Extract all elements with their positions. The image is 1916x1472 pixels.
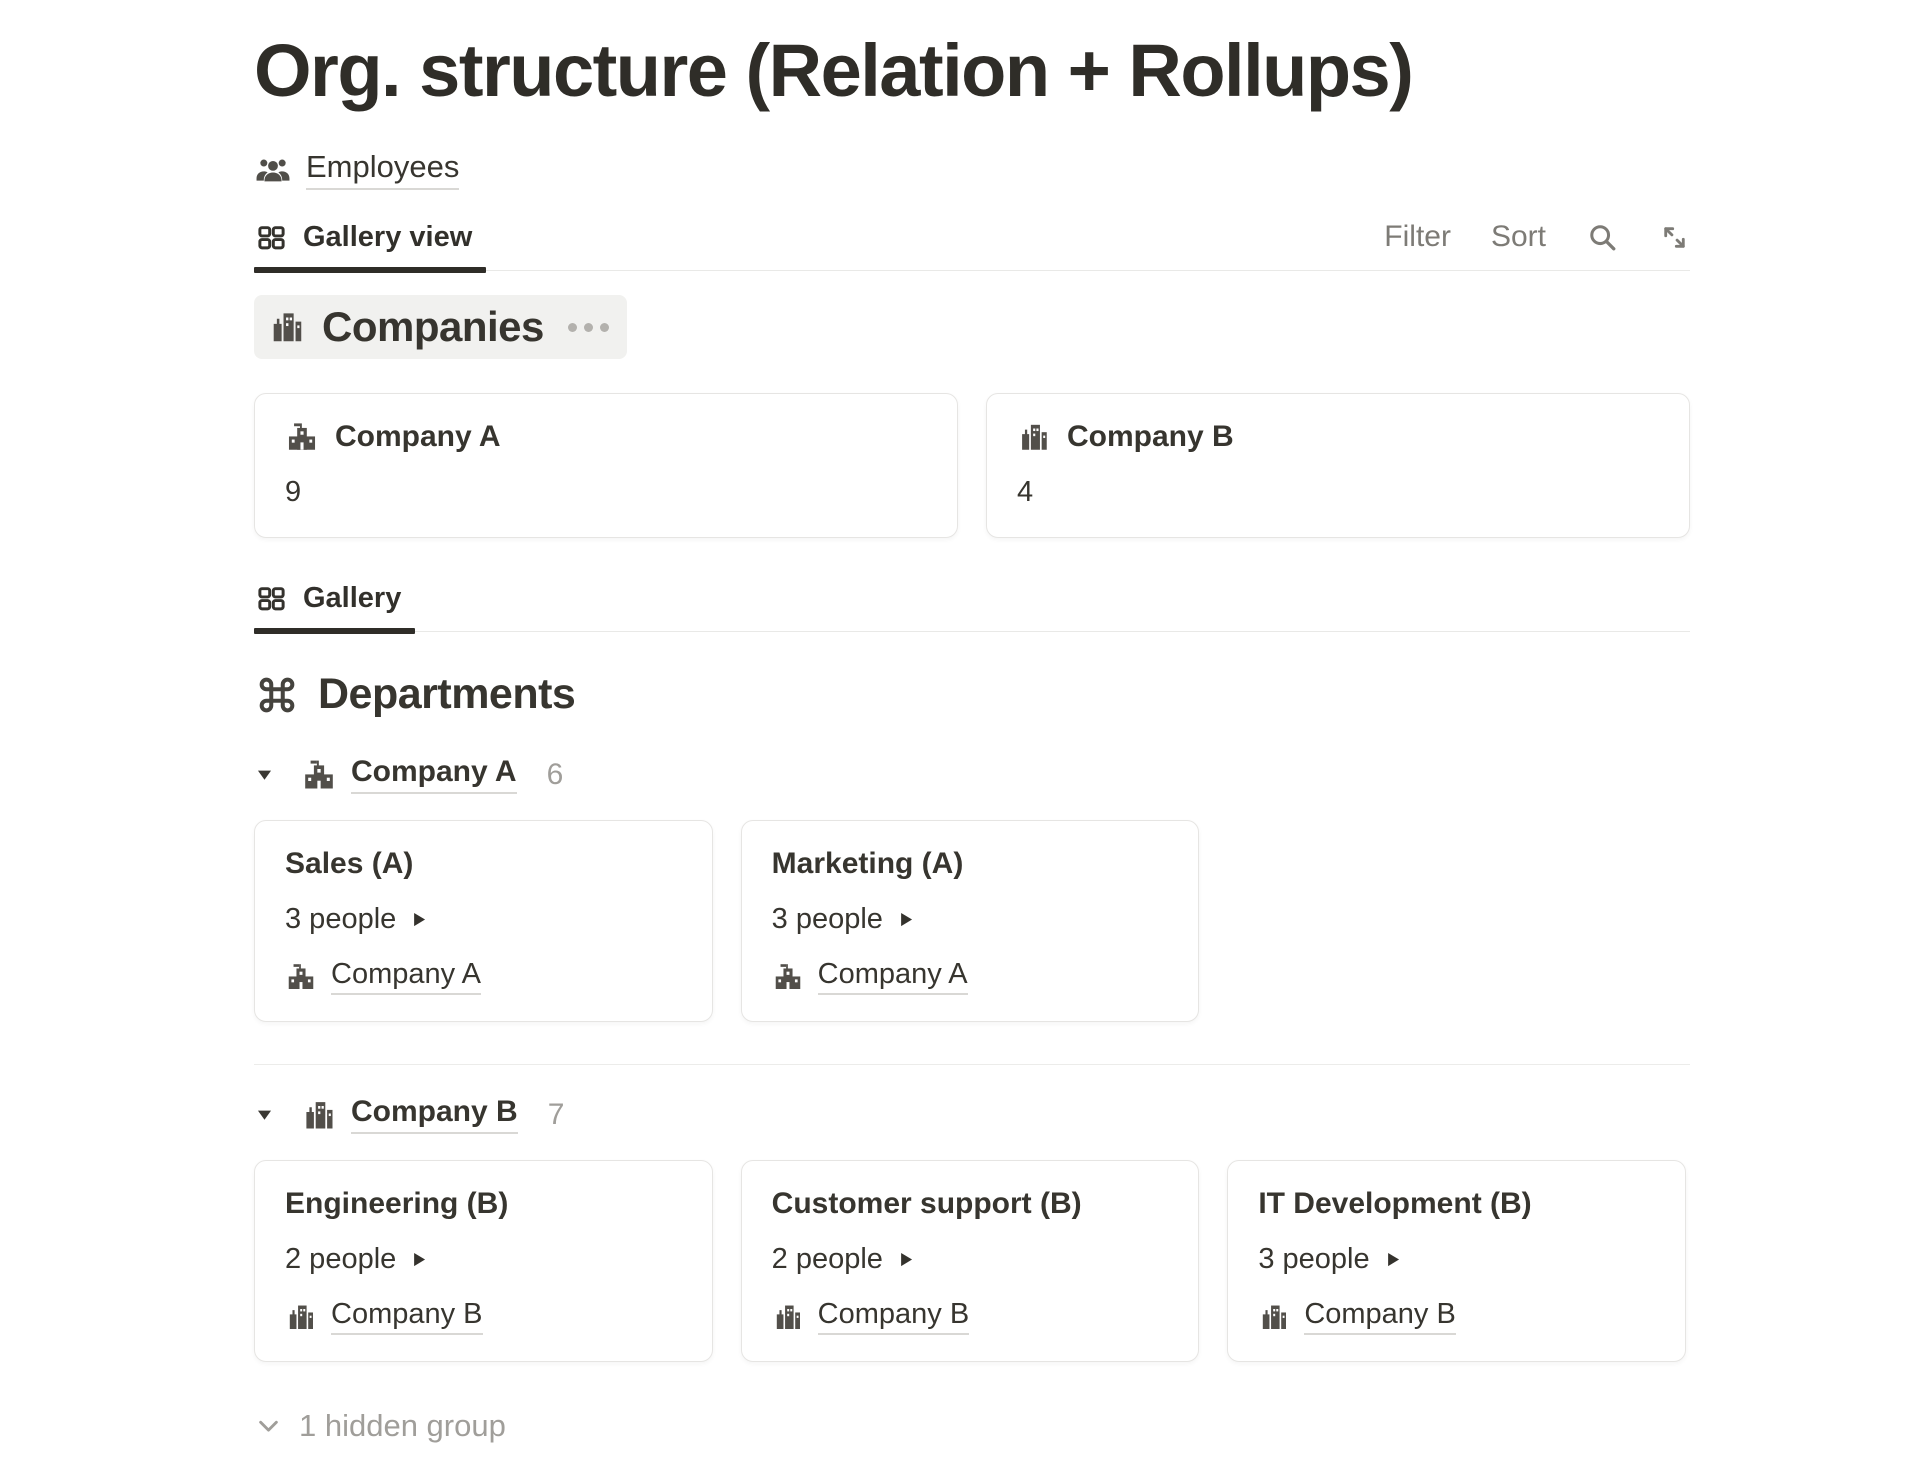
gallery-grid-icon	[256, 583, 287, 614]
sort-button[interactable]: Sort	[1490, 220, 1546, 254]
department-card[interactable]: Sales (A) 3 people Company A	[254, 820, 713, 1023]
group-link[interactable]: Company B	[351, 1095, 518, 1135]
gallery-grid-icon	[256, 222, 287, 253]
city-buildings-icon	[772, 1301, 804, 1333]
group-row-company-b: Company B 7	[254, 1095, 1690, 1135]
tab-label: Gallery	[303, 582, 402, 615]
company-name: Company B	[1067, 420, 1234, 454]
play-icon[interactable]	[895, 1249, 916, 1270]
departments-db-title: Departments	[318, 670, 576, 719]
page-title: Org. structure (Relation + Rollups)	[254, 29, 1414, 112]
people-icon	[254, 151, 292, 189]
view-tabbar: Gallery view Filter Sort	[254, 220, 1690, 274]
group-divider	[254, 1064, 1690, 1066]
expand-icon[interactable]	[1659, 222, 1690, 253]
people-count: 3 people	[285, 903, 397, 936]
department-title: Marketing (A)	[771, 847, 964, 881]
company-link[interactable]: Company B	[331, 1298, 483, 1336]
school-building-icon	[285, 961, 317, 993]
triangle-down-icon[interactable]	[254, 1104, 275, 1125]
companies-db-header[interactable]: Companies	[254, 295, 627, 360]
departments-db-header: Departments	[254, 670, 1690, 719]
department-card[interactable]: IT Development (B) 3 people Company B	[1227, 1160, 1686, 1363]
company-name: Company A	[335, 420, 501, 454]
tab-gallery-view[interactable]: Gallery view	[254, 221, 487, 274]
play-icon[interactable]	[408, 909, 429, 930]
tab-label: Gallery view	[303, 221, 473, 254]
group-count: 6	[546, 757, 564, 791]
company-link[interactable]: Company A	[331, 958, 481, 996]
school-building-icon	[285, 420, 319, 454]
department-card[interactable]: Customer support (B) 2 people Company B	[740, 1160, 1200, 1363]
department-title: Customer support (B)	[771, 1187, 1082, 1221]
people-count: 2 people	[771, 1243, 883, 1276]
employee-count: 9	[285, 476, 302, 509]
company-link[interactable]: Company B	[1304, 1298, 1456, 1336]
departments-tabbar: Gallery	[254, 582, 1690, 635]
group-count: 7	[547, 1097, 565, 1131]
school-building-icon	[301, 757, 337, 793]
department-title: IT Development (B)	[1258, 1187, 1532, 1221]
chevron-down-icon	[254, 1412, 283, 1441]
play-icon[interactable]	[1382, 1249, 1403, 1270]
filter-button[interactable]: Filter	[1384, 220, 1451, 254]
people-count: 3 people	[1258, 1243, 1370, 1276]
command-icon	[254, 672, 300, 718]
employee-count: 4	[1017, 476, 1034, 509]
company-link[interactable]: Company A	[817, 958, 968, 996]
city-buildings-icon	[285, 1301, 317, 1333]
page-content: Org. structure (Relation + Rollups) Empl…	[254, 0, 1690, 1444]
tab-gallery[interactable]: Gallery	[254, 582, 416, 635]
group-a-cards-row: Sales (A) 3 people Company A Marketing (…	[254, 820, 1690, 1023]
school-building-icon	[772, 961, 804, 993]
play-icon[interactable]	[895, 909, 916, 930]
department-title: Engineering (B)	[285, 1187, 509, 1221]
group-link[interactable]: Company A	[351, 755, 517, 795]
play-icon[interactable]	[408, 1249, 429, 1270]
people-count: 2 people	[285, 1243, 397, 1276]
companies-db-title: Companies	[322, 303, 544, 351]
city-buildings-icon	[1017, 420, 1051, 454]
group-row-company-a: Company A 6	[254, 755, 1690, 795]
search-icon[interactable]	[1586, 221, 1619, 254]
city-buildings-icon	[301, 1097, 337, 1133]
city-buildings-icon	[268, 308, 306, 346]
companies-cards-row: Company A 9 Company B 4	[254, 393, 1690, 539]
people-count: 3 people	[771, 903, 883, 936]
group-b-cards-row: Engineering (B) 2 people Company B Custo…	[254, 1160, 1690, 1363]
city-buildings-icon	[1258, 1301, 1290, 1333]
triangle-down-icon[interactable]	[254, 764, 275, 785]
more-options-icon[interactable]	[567, 322, 609, 332]
employees-link[interactable]: Employees	[306, 149, 460, 191]
company-card[interactable]: Company A 9	[254, 393, 958, 539]
hidden-group-toggle[interactable]: 1 hidden group	[254, 1408, 1690, 1444]
company-link[interactable]: Company B	[817, 1298, 970, 1336]
company-card[interactable]: Company B 4	[986, 393, 1690, 539]
view-toolbar: Filter Sort	[1384, 220, 1690, 270]
employees-link-row: Employees	[254, 149, 1690, 191]
department-card[interactable]: Marketing (A) 3 people Company A	[740, 820, 1200, 1023]
department-title: Sales (A)	[285, 847, 414, 881]
hidden-group-label: 1 hidden group	[299, 1408, 506, 1444]
department-card[interactable]: Engineering (B) 2 people Company B	[254, 1160, 713, 1363]
